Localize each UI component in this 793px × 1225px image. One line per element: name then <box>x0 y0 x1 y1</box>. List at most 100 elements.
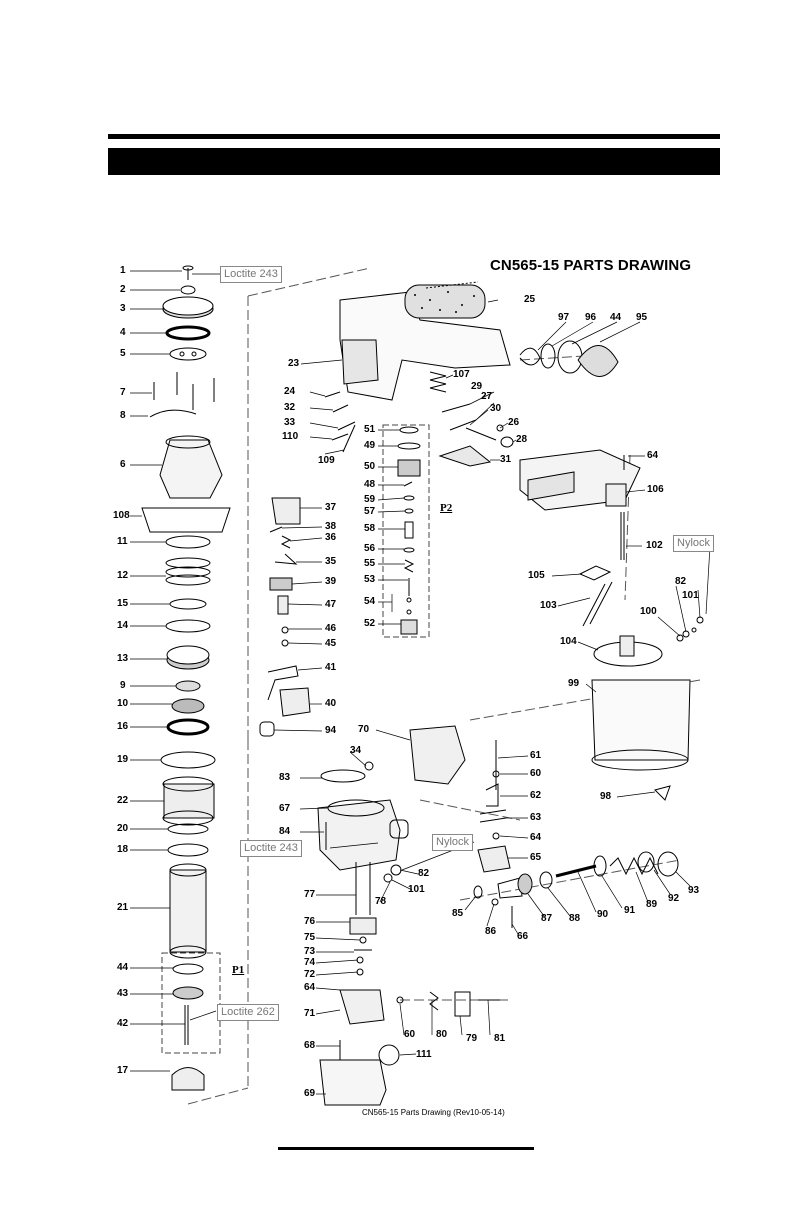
part-label: 72 <box>304 969 316 980</box>
part-label: 85 <box>452 908 464 919</box>
part-label: 69 <box>304 1088 316 1099</box>
part-label: 23 <box>288 358 300 369</box>
part-label: 58 <box>364 523 376 534</box>
part-label: 21 <box>117 902 129 913</box>
part-label: 30 <box>490 403 502 414</box>
part-label: 44 <box>610 312 622 323</box>
part-label: 89 <box>646 899 658 910</box>
part-label: 90 <box>597 909 609 920</box>
part-label: 82 <box>418 868 430 879</box>
part-label: 70 <box>358 724 370 735</box>
part-label: 12 <box>117 570 129 581</box>
part-label: 51 <box>364 424 376 435</box>
part-label: 11 <box>117 536 128 547</box>
part-label: 87 <box>541 913 553 924</box>
part-label: 98 <box>600 791 612 802</box>
part-label: 39 <box>325 576 337 587</box>
drawing-caption: CN565-15 Parts Drawing (Rev10-05-14) <box>362 1108 505 1117</box>
section-header-bar <box>108 148 720 175</box>
part-label: 41 <box>325 662 337 673</box>
part-label: 107 <box>453 369 470 380</box>
part-label: 49 <box>364 440 376 451</box>
part-label: 81 <box>494 1033 506 1044</box>
part-label: 101 <box>682 590 699 601</box>
part-label: 42 <box>117 1018 129 1029</box>
part-label: 65 <box>530 852 542 863</box>
part-label: 8 <box>120 410 126 421</box>
part-label: 109 <box>318 455 335 466</box>
part-label: 17 <box>117 1065 129 1076</box>
part-label: 15 <box>117 598 129 609</box>
part-label: 19 <box>117 754 129 765</box>
part-label: 24 <box>284 386 296 397</box>
part-label: 29 <box>471 381 483 392</box>
group-label-p2: P2 <box>440 502 453 514</box>
part-label: 13 <box>117 653 129 664</box>
part-label: 54 <box>364 596 376 607</box>
part-label: 4 <box>120 327 126 338</box>
part-label: 7 <box>120 387 126 398</box>
part-label: 9 <box>120 680 126 691</box>
part-label: 76 <box>304 916 316 927</box>
part-label: 32 <box>284 402 296 413</box>
callout-loctite-262: Loctite 262 <box>217 1004 279 1021</box>
part-label: 92 <box>668 893 680 904</box>
part-label: 104 <box>560 636 577 647</box>
part-label: 66 <box>517 931 529 942</box>
part-label: 61 <box>530 750 542 761</box>
part-label: 64 <box>647 450 659 461</box>
part-label: 67 <box>279 803 291 814</box>
part-label: 101 <box>408 884 425 895</box>
part-label: 63 <box>530 812 542 823</box>
part-label: 22 <box>117 795 129 806</box>
part-label: 74 <box>304 957 316 968</box>
part-label: 60 <box>530 768 542 779</box>
part-label: 53 <box>364 574 376 585</box>
part-label: 100 <box>640 606 657 617</box>
part-label: 86 <box>485 926 497 937</box>
part-label: 93 <box>688 885 700 896</box>
part-label: 18 <box>117 844 129 855</box>
part-label: 28 <box>516 434 528 445</box>
callout-nylock: Nylock <box>673 535 715 552</box>
part-label: 27 <box>481 391 493 402</box>
grip-texture <box>414 291 475 313</box>
part-label: 82 <box>675 576 687 587</box>
part-label: 83 <box>279 772 291 783</box>
part-label: 62 <box>530 790 542 801</box>
part-label: 80 <box>436 1029 448 1040</box>
part-label: 96 <box>585 312 597 323</box>
part-label: 44 <box>117 962 129 973</box>
part-label: 105 <box>528 570 545 581</box>
part-label: 48 <box>364 479 376 490</box>
part-label: 102 <box>646 540 663 551</box>
part-label: 31 <box>500 454 512 465</box>
part-label: 79 <box>466 1033 478 1044</box>
part-label: 59 <box>364 494 376 505</box>
part-label: 16 <box>117 721 129 732</box>
part-label: 108 <box>113 510 130 521</box>
part-label: 37 <box>325 502 337 513</box>
part-label: 103 <box>540 600 557 611</box>
part-label: 6 <box>120 459 126 470</box>
part-label: 3 <box>120 303 126 314</box>
part-screw-1 <box>182 265 194 280</box>
part-label: 38 <box>325 521 337 532</box>
part-label: 14 <box>117 620 129 631</box>
part-label: 95 <box>636 312 648 323</box>
footer-rule <box>278 1147 534 1150</box>
part-label: 40 <box>325 698 337 709</box>
part-label: 84 <box>279 826 291 837</box>
part-label: 68 <box>304 1040 316 1051</box>
part-label: 78 <box>375 896 387 907</box>
part-label: 97 <box>558 312 570 323</box>
part-label: 64 <box>304 982 316 993</box>
part-label: 52 <box>364 618 376 629</box>
group-label-p1: P1 <box>232 964 245 976</box>
part-label: 88 <box>569 913 581 924</box>
part-label: 33 <box>284 417 296 428</box>
part-label: 43 <box>117 988 129 999</box>
part-label: 106 <box>647 484 664 495</box>
part-label: 1 <box>120 265 126 276</box>
